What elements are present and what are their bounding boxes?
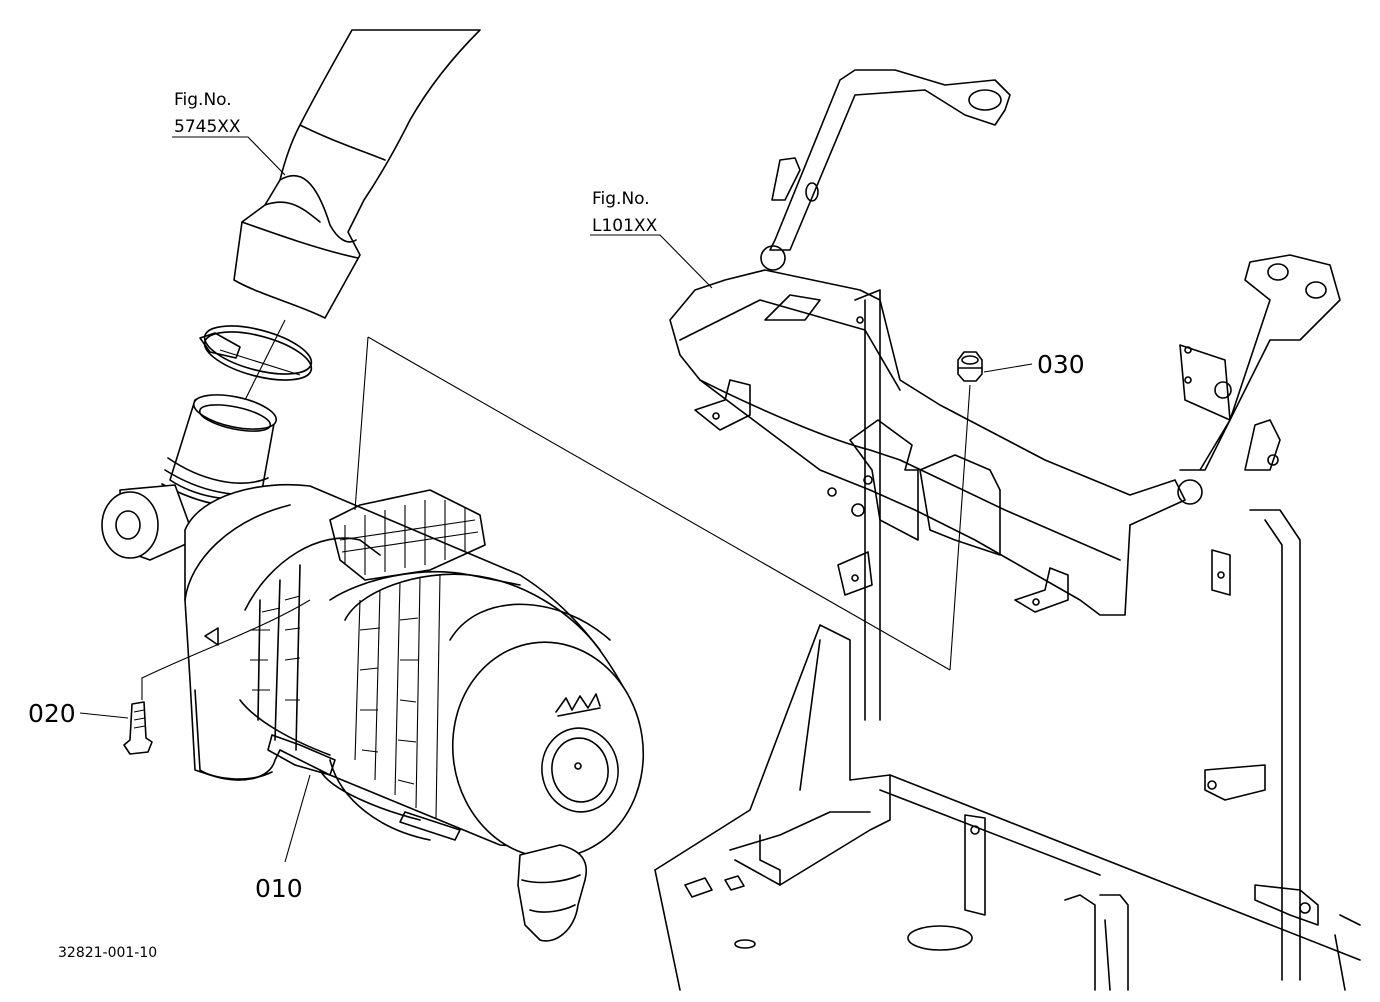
hose-fig-ref-line2: 5745XX	[174, 117, 241, 137]
leader-lines	[79, 136, 1033, 863]
part-label-air-cleaner: 010	[255, 874, 303, 903]
hose-clamp-drawing	[199, 325, 313, 381]
frame-drawing	[654, 69, 1361, 991]
intake-hose-drawing	[233, 29, 481, 319]
nut-drawing	[957, 351, 983, 382]
air-cleaner-drawing	[101, 394, 645, 942]
frame-fig-ref-line1: Fig.No.	[592, 189, 650, 209]
hose-fig-ref-line1: Fig.No.	[174, 90, 232, 110]
drawing-id: 32821-001-10	[58, 945, 157, 961]
part-label-nut: 030	[1037, 350, 1085, 379]
assembly-lines	[354, 336, 971, 671]
bolt-drawing	[123, 701, 153, 755]
part-label-bolt: 020	[28, 699, 76, 728]
frame-fig-ref-line2: L101XX	[592, 216, 658, 236]
